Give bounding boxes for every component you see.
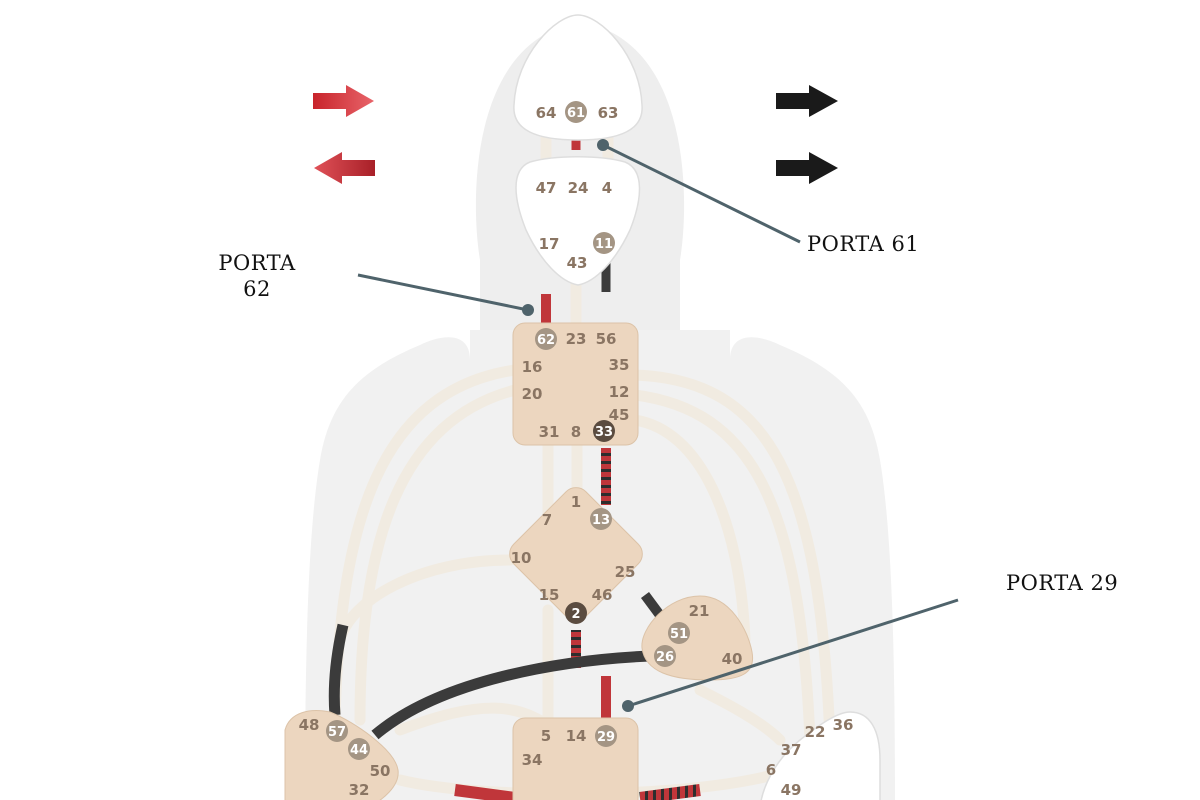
gate-61: 61 [567,106,585,121]
gate-62: 62 [537,333,555,348]
gate-33: 33 [595,425,613,440]
gate-32: 32 [349,781,370,799]
gate-26: 26 [656,650,674,665]
black-right-arrow-icon-2 [776,152,838,184]
gate-16: 16 [522,358,543,376]
gate-25: 25 [615,563,636,581]
gate-8: 8 [571,423,581,441]
gate-64: 64 [536,104,557,122]
gate-20: 20 [522,385,543,403]
solar-plexus-center [760,711,881,800]
gate-50: 50 [370,762,391,780]
gate-12: 12 [609,383,630,401]
gate-11: 11 [595,237,613,252]
gate-40: 40 [722,650,743,668]
gate-1: 1 [571,493,581,511]
gate-17: 17 [539,235,560,253]
head-center [513,14,643,141]
gate-43: 43 [567,254,588,272]
red-right-arrow-icon [313,85,374,117]
channels-active [328,138,701,800]
gate-13: 13 [592,513,610,528]
gate-35: 35 [609,356,630,374]
callout-leaders [357,139,959,712]
gate-34: 34 [522,751,543,769]
active-gate-markers [326,101,690,760]
gate-44: 44 [350,743,368,758]
gate-48: 48 [299,716,320,734]
gate-63: 63 [598,104,619,122]
gate-4: 4 [602,179,612,197]
callout-porta-61: PORTA 61 [807,232,920,256]
gate-5: 5 [541,727,551,745]
gate-2: 2 [571,607,580,622]
gate-45: 45 [609,406,630,424]
gate-10: 10 [511,549,532,567]
gate-37: 37 [781,741,802,759]
gate-51: 51 [670,627,688,642]
gate-56: 56 [596,330,617,348]
gate-15: 15 [539,586,560,604]
gate-14: 14 [566,727,587,745]
gate-49: 49 [781,781,802,799]
throat-center [512,322,639,446]
callout-porta-62-line2: 62 [243,277,271,301]
gate-7: 7 [542,511,552,529]
red-left-arrow-icon [314,152,375,184]
gate-47: 47 [536,179,557,197]
gate-31: 31 [539,423,560,441]
gate-21: 21 [689,602,710,620]
callout-porta-29: PORTA 29 [1006,571,1119,595]
gate-23: 23 [566,330,587,348]
callout-porta-62-line1: PORTA [218,251,296,275]
black-right-arrow-icon [776,85,838,117]
callout-porta-62: PORTA 62 [214,250,300,302]
gate-22: 22 [805,723,826,741]
gate-46: 46 [592,586,613,604]
gate-29: 29 [597,730,615,745]
gate-6: 6 [766,761,776,779]
gate-57: 57 [328,725,346,740]
gate-24: 24 [568,179,589,197]
gate-36: 36 [833,716,854,734]
